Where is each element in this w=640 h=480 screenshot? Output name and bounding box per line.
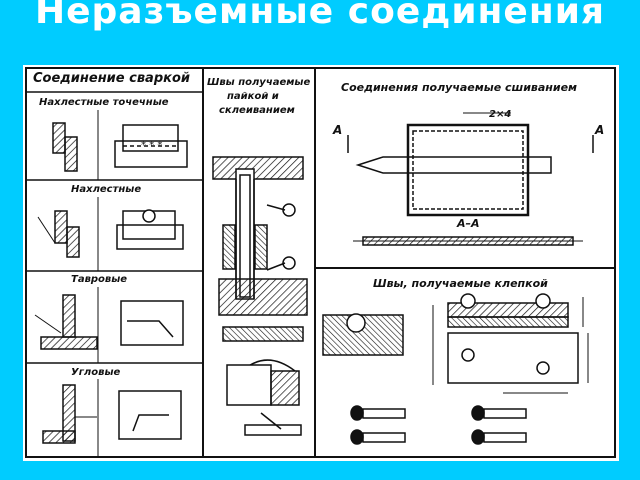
weld-row-label-lap-spot: Нахлестные точечные [39, 97, 169, 108]
welding-header: Соединение сваркой [33, 71, 191, 86]
solder-header-line1: Швы получаемые [207, 77, 311, 88]
section-mark-left: A [333, 123, 343, 137]
svg-text:* * *: * * * [141, 140, 162, 151]
stitching-drawing [347, 112, 594, 246]
weld-corner-drawing [42, 384, 182, 444]
technical-drawing-sheet: * * * [23, 65, 619, 461]
riveting-drawing [322, 293, 589, 445]
slide-title: Неразъемные соединения [34, 0, 606, 32]
stitching-header: Соединения получаемые сшиванием [341, 81, 578, 94]
solder-glue-drawing [212, 156, 308, 436]
weld-lap-drawing [37, 209, 184, 258]
stitching-dimension: 2×4 [489, 109, 512, 120]
weld-row-label-tee: Тавровые [71, 274, 128, 285]
section-label: A–A [457, 217, 480, 230]
weld-lap-spot-drawing: * * * [52, 122, 188, 172]
riveting-header: Швы, получаемые клепкой [373, 277, 548, 290]
panel-frames [25, 67, 616, 458]
drawing-canvas: * * * [25, 67, 616, 458]
weld-row-label-lap: Нахлестные [71, 184, 142, 195]
solder-header-line3: склеиванием [219, 105, 295, 116]
section-mark-right: A [595, 123, 605, 137]
solder-header-line2: пайкой и [227, 91, 279, 102]
weld-row-label-corner: Угловые [71, 367, 121, 378]
weld-tee-drawing [34, 294, 184, 350]
